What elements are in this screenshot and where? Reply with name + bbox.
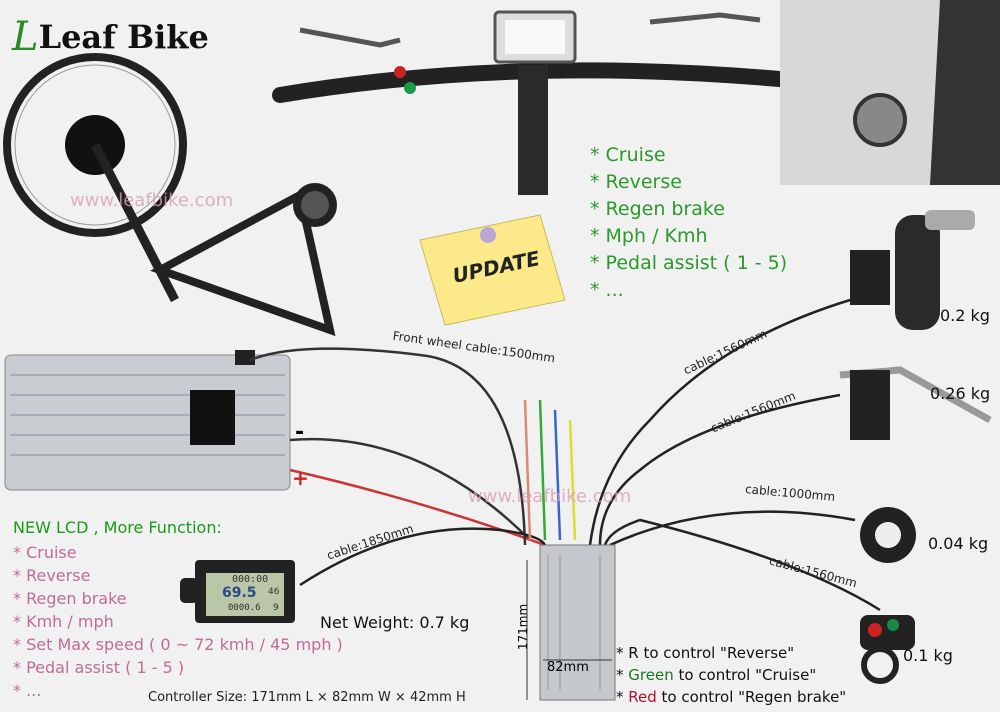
lcd-net-weight: Net Weight: 0.7 kg	[320, 613, 470, 632]
lcd-time: 000:00	[232, 574, 269, 585]
battery	[4, 350, 291, 491]
battery-minus: -	[295, 420, 305, 445]
bullet: *	[13, 612, 21, 631]
label: Kmh / mph	[26, 612, 114, 631]
label: Pedal assist ( 1 - 5 )	[26, 658, 185, 677]
note-highlight: Green	[628, 666, 674, 684]
lcd-feature-item: * Pedal assist ( 1 - 5 )	[13, 656, 343, 679]
handlebar	[272, 10, 798, 195]
watermark: www.leafbike.com	[70, 190, 234, 211]
bullet: *	[616, 688, 629, 706]
bike-frame	[150, 183, 337, 337]
label: Regen brake	[26, 589, 127, 608]
watermark: www.leafbike.com	[468, 486, 632, 507]
pas-sensor	[860, 507, 916, 563]
controller-size: Controller Size: 171mm L × 82mm W × 42mm…	[148, 690, 466, 705]
update-note	[419, 214, 566, 326]
bullet: *	[13, 566, 21, 585]
lcd-heading: NEW LCD , More Function:	[13, 518, 222, 537]
bullet: *	[13, 543, 21, 562]
pas-weight: 0.04 kg	[928, 534, 989, 553]
throttle-weight: 0.2 kg	[940, 306, 990, 325]
lcd-feature-item: * Regen brake	[13, 587, 343, 610]
feature-item: * ...	[590, 279, 624, 301]
switch-note: * R to control "Reverse"	[616, 642, 846, 664]
switch-notes: * R to control "Reverse" * Green to cont…	[616, 642, 846, 708]
battery-plus: +	[292, 466, 309, 490]
cables	[249, 298, 881, 612]
bullet: *	[13, 681, 21, 700]
switch-note: * Red to control "Regen brake"	[616, 686, 846, 708]
note-text: to control "Regen brake"	[656, 688, 847, 706]
brake-weight: 0.26 kg	[930, 384, 991, 403]
bullet: *	[616, 644, 629, 662]
bullet: *	[616, 666, 629, 684]
brake-lever	[839, 366, 992, 440]
lcd-feature-item: * Reverse	[13, 564, 343, 587]
label: Reverse	[26, 566, 91, 585]
bullet: *	[13, 635, 21, 654]
controller	[526, 544, 616, 701]
label: Set Max speed ( 0 ~ 72 kmh / 45 mph )	[26, 635, 343, 654]
lcd-feature-list: * Cruise * Reverse * Regen brake * Kmh /…	[13, 541, 343, 702]
note-highlight: Red	[628, 688, 657, 706]
logo-mark: L	[12, 14, 39, 60]
switch-note: * Green to control "Cruise"	[616, 664, 846, 686]
brand-logo: L Leaf Bike	[12, 14, 209, 60]
lcd-feature-item: * Kmh / mph	[13, 610, 343, 633]
label: ...	[26, 681, 42, 700]
controller-width: 82mm	[547, 660, 589, 675]
label: Cruise	[26, 543, 77, 562]
feature-item: * Reverse	[590, 171, 682, 193]
feature-item: * Mph / Kmh	[590, 225, 708, 247]
lcd-level: 46	[268, 587, 280, 597]
brand-name: Leaf Bike	[38, 18, 209, 56]
switch-weight: 0.1 kg	[903, 646, 953, 665]
note-text: R to control "Reverse"	[628, 644, 795, 662]
lcd-odo: 0000.6	[228, 603, 261, 613]
function-switch	[860, 615, 915, 684]
lcd-feature-item: * ...	[13, 679, 343, 702]
lcd-assist: 9	[273, 603, 279, 613]
lcd-feature-item: * Cruise	[13, 541, 343, 564]
display-features: * Cruise * Reverse * Regen brake * Mph /…	[590, 142, 787, 304]
lcd-display	[180, 560, 295, 623]
bullet: *	[13, 589, 21, 608]
lcd-speed: 69.5	[222, 585, 257, 601]
feature-item: * Pedal assist ( 1 - 5)	[590, 252, 788, 274]
lcd-feature-item: * Set Max speed ( 0 ~ 72 kmh / 45 mph )	[13, 633, 343, 656]
throttle	[850, 210, 975, 330]
feature-item: * Cruise	[590, 144, 666, 166]
motor-wheel	[3, 53, 187, 303]
controller-length: 171mm	[516, 603, 531, 651]
feature-item: * Regen brake	[590, 198, 725, 220]
note-text: to control "Cruise"	[673, 666, 817, 684]
bullet: *	[13, 658, 21, 677]
front-hub-photo	[780, 0, 1000, 185]
